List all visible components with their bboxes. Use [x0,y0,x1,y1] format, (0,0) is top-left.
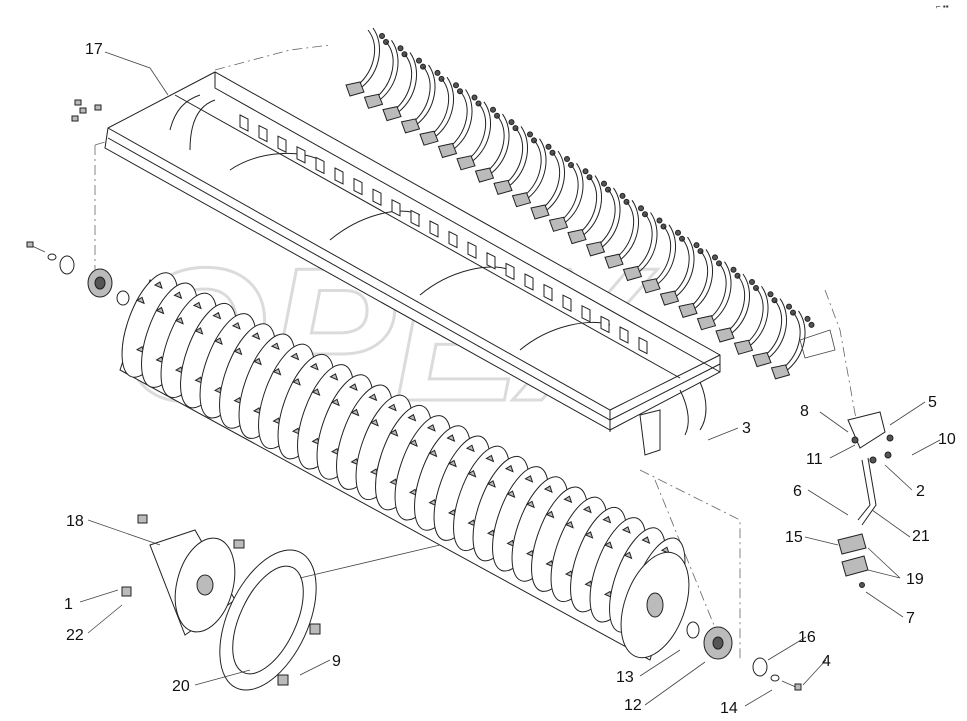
spring-tine [604,199,648,269]
frame-tab [429,220,439,238]
spring-tine [530,150,574,220]
tine-detail-assembly [799,329,894,588]
left-bearing-hardware [26,99,130,306]
spring-tine [770,310,815,380]
frame-tab [638,336,648,355]
bolt [71,115,79,122]
spring-tines-row [345,27,815,380]
frame-tab [277,135,287,154]
spring-tine [493,126,537,196]
spring-tine [419,76,463,146]
spring-tine [456,101,500,171]
bolt [74,99,82,106]
frame-tab [258,124,268,143]
spring-tine [437,89,482,159]
leader-lines [79,51,941,707]
callout-6: 6 [793,483,802,500]
callout-12: 12 [624,697,642,714]
callout-14: 14 [720,700,738,717]
spring-tine [641,224,685,294]
callout-9: 9 [332,653,341,670]
callout-2: 2 [916,483,925,500]
frame-tab [296,145,306,164]
center-disc-and-ring-parts [121,514,321,691]
callout-18: 18 [66,513,84,530]
frame-tab [505,262,515,281]
spring-tine [733,286,778,355]
frame-tab [543,283,553,302]
callout-21: 21 [912,528,930,545]
spring-tine [382,52,426,122]
spring-tine [511,138,556,208]
spring-tine [659,236,704,306]
callout-20: 20 [172,678,190,695]
callout-15: 15 [785,529,803,546]
callout-22: 22 [66,627,84,644]
spring-tine [585,187,630,257]
frame-tab [619,326,629,344]
frame-tab [239,114,249,132]
callout-8: 8 [800,403,809,420]
frame-tab [353,177,363,196]
callout-13: 13 [616,669,634,686]
spring-tine [363,40,408,109]
callout-labels: 17 3 5 8 10 11 2 6 21 15 19 7 18 1 22 20… [64,41,956,717]
frame-tab [524,273,534,291]
spring-tine [696,261,741,331]
callout-4: 4 [822,653,831,670]
roller-drum [119,272,690,661]
frame-tab [486,251,496,270]
spring-tine [678,249,722,319]
callout-10: 10 [938,431,956,448]
callout-3: 3 [742,420,751,437]
spring-tine [400,64,445,134]
spring-tine [567,175,611,245]
frame-tab [372,188,382,207]
frame-tab [581,304,591,323]
callout-17: 17 [85,41,103,58]
right-bearing-hardware [686,621,802,691]
frame-tab [562,294,572,313]
spring-tine [548,163,593,232]
bolt [94,104,102,111]
callout-19: 19 [906,571,924,588]
spring-tine [715,273,759,343]
frame-tab [448,230,458,249]
frame-tab [600,315,610,334]
callout-11: 11 [806,451,823,468]
callout-1: 1 [64,596,73,613]
callout-5: 5 [928,394,937,411]
spring-tine [345,27,389,97]
frame-tab [315,156,325,175]
bolt [79,107,87,114]
corner-mark: ⌐ ▪▪ [936,2,949,11]
frame-part-17 [104,71,721,456]
callout-16: 16 [798,629,816,646]
frame-tab [410,209,420,228]
frame-tab [391,198,401,217]
spring-tine [474,113,519,183]
frame-tab [334,167,344,185]
callout-7: 7 [906,610,915,627]
frame-tab [467,241,477,260]
spring-tine [752,298,796,368]
